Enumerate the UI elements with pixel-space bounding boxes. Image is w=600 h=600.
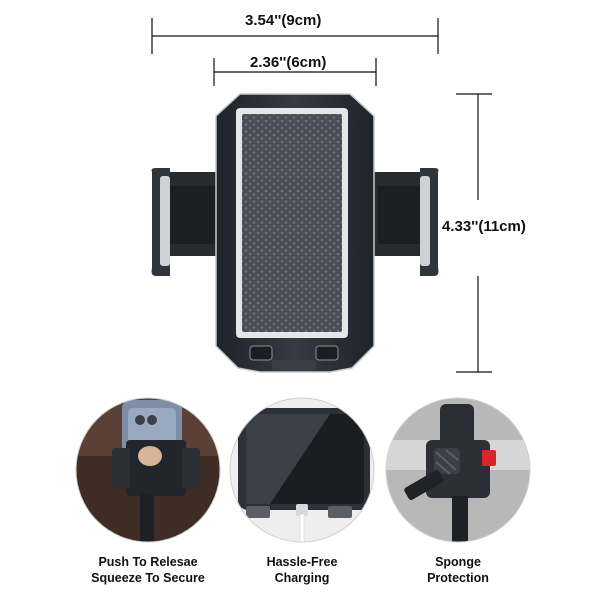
feature-caption-push-squeeze: Push To Relesae Squeeze To Secure bbox=[73, 554, 223, 586]
feature-caption-charging: Hassle-Free Charging bbox=[227, 554, 377, 586]
feature-caption-line: Sponge bbox=[435, 555, 481, 569]
feature-caption-sponge: Sponge Protection bbox=[383, 554, 533, 586]
outer-width-dimension-line bbox=[151, 18, 439, 54]
feature-caption-line: Protection bbox=[427, 571, 489, 585]
inner-width-label: 2.36''(6cm) bbox=[250, 54, 327, 71]
height-dimension-line bbox=[456, 93, 492, 373]
feature-image-charging bbox=[229, 397, 375, 543]
outer-width-label: 3.54''(9cm) bbox=[245, 12, 322, 29]
feature-image-push-squeeze bbox=[75, 397, 221, 543]
feature-image-sponge bbox=[385, 397, 531, 543]
feature-caption-line: Charging bbox=[274, 571, 330, 585]
height-label: 4.33''(11cm) bbox=[442, 218, 526, 235]
feature-caption-line: Squeeze To Secure bbox=[91, 571, 205, 585]
feature-caption-line: Push To Relesae bbox=[98, 555, 198, 569]
feature-caption-line: Hassle-Free bbox=[266, 555, 338, 569]
inner-width-dimension-line bbox=[213, 58, 377, 86]
phone-holder-illustration bbox=[151, 93, 439, 373]
